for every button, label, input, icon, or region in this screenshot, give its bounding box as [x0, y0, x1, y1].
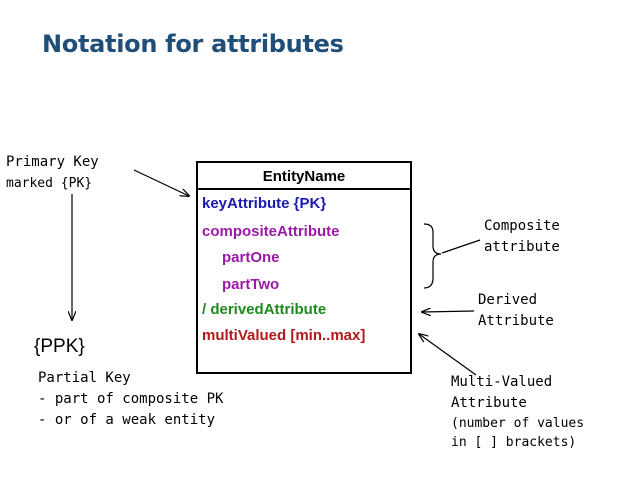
multivalued-label-4: in [ ] brackets) — [451, 435, 577, 450]
multivalued-label-1: Multi-Valued — [451, 374, 553, 390]
partial-key-line-composite: - part of composite PK — [38, 391, 224, 407]
derived-arrow — [422, 311, 475, 312]
primary-key-label: Primary Key — [6, 154, 99, 170]
composite-part-one: partOne — [222, 249, 280, 266]
entity-box: EntityName keyAttribute {PK} compositeAt… — [196, 161, 412, 374]
ppk-label: {PPK} — [34, 336, 85, 357]
multivalued-arrow — [419, 334, 477, 376]
multivalued-label-3: (number of values — [451, 416, 585, 431]
composite-label-2: attribute — [484, 239, 560, 255]
composite-label-1: Composite — [484, 218, 560, 234]
composite-part-two: partTwo — [222, 276, 280, 293]
composite-arrow — [441, 239, 481, 254]
multivalued-attribute: multiValued [min..max] — [202, 327, 366, 344]
partial-key-line-weak: - or of a weak entity — [38, 412, 216, 428]
derived-note: Derived Attribute — [478, 290, 554, 332]
key-attribute: keyAttribute {PK} — [202, 195, 327, 212]
partial-key-label: Partial Key — [38, 370, 131, 386]
derived-attribute: / derivedAttribute — [202, 301, 327, 318]
primary-key-note: Primary Key marked {PK} — [6, 152, 99, 194]
composite-note: Composite attribute — [484, 216, 560, 258]
multivalued-label-2: Attribute — [451, 395, 527, 411]
derived-label-2: Attribute — [478, 313, 554, 329]
page-title: Notation for attributes — [42, 30, 344, 58]
derived-label-1: Derived — [478, 292, 538, 308]
composite-brace — [423, 223, 442, 289]
composite-attribute: compositeAttribute — [202, 223, 340, 240]
primary-key-sub: marked {PK} — [6, 176, 93, 191]
primary-key-arrow — [133, 169, 189, 196]
partial-key-note: Partial Key - part of composite PK - or … — [38, 368, 223, 431]
multivalued-note: Multi-Valued Attribute (number of values… — [451, 372, 584, 452]
entity-name: EntityName — [198, 163, 410, 190]
